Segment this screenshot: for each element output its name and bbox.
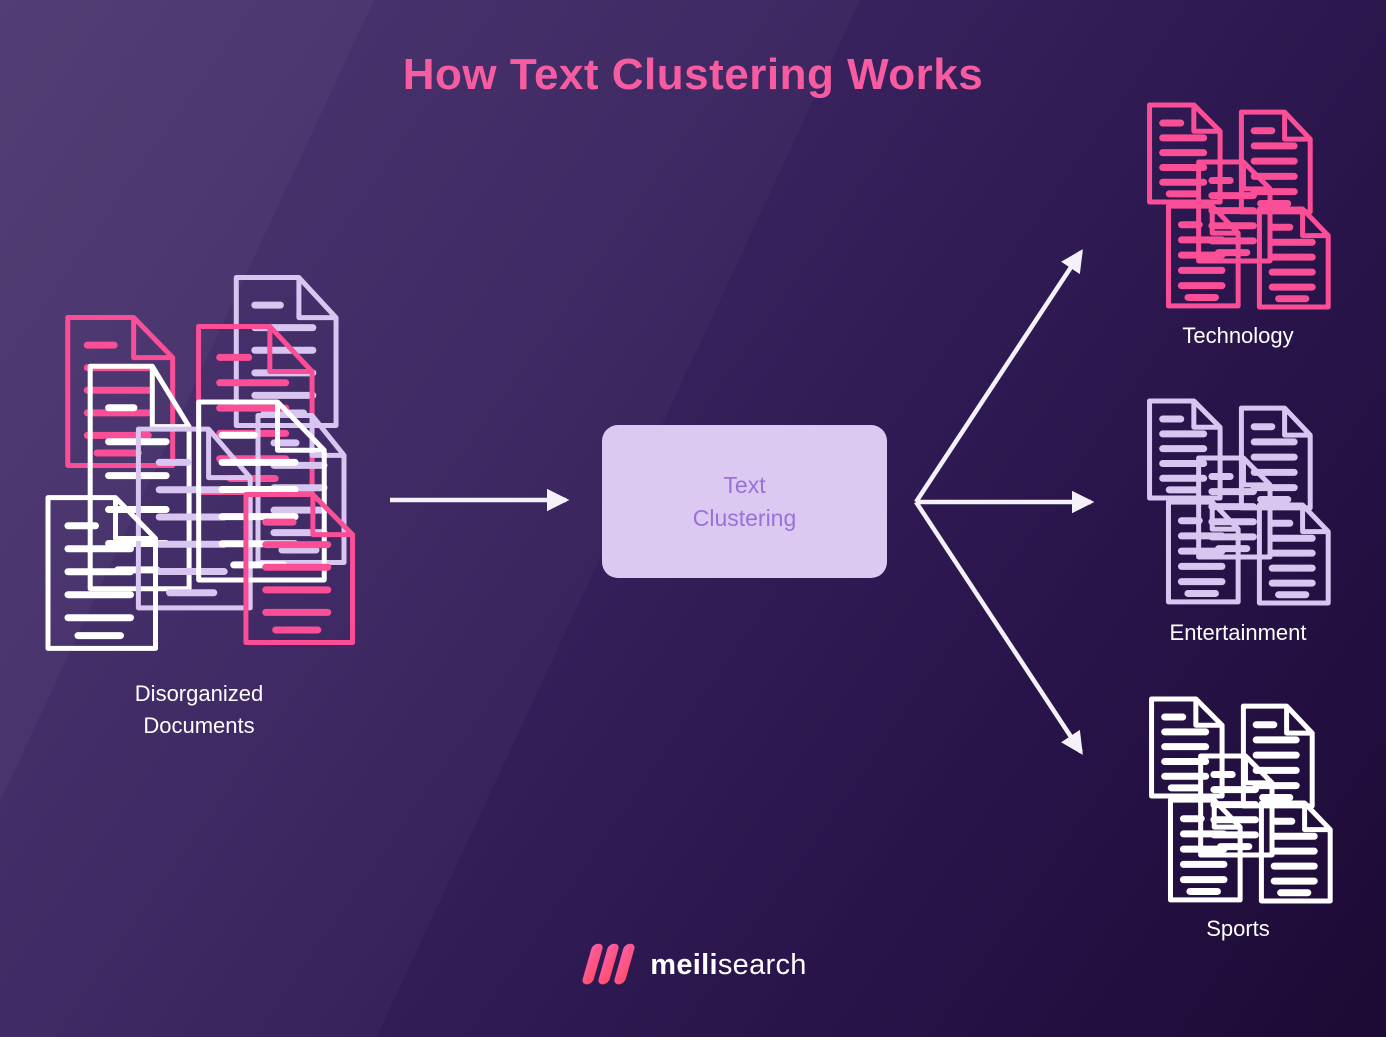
box-label-line2: Clustering (692, 504, 797, 531)
meilisearch-logo: meilisearch (579, 941, 806, 989)
disorganized-documents-label: Disorganized Documents (59, 678, 339, 742)
entertainment-cluster (1150, 401, 1329, 603)
logo-text-meili: meili (650, 948, 718, 981)
diagram-title: How Text Clustering Works (402, 50, 984, 99)
disorganized-documents-pile (48, 278, 353, 649)
document-icon (1152, 699, 1223, 796)
flow-arrows (390, 249, 1095, 755)
meilisearch-logo-icon (582, 943, 635, 985)
box-label-line1: Text (723, 471, 766, 498)
logo-text-search: search (717, 948, 807, 981)
sports-label: Sports (1206, 916, 1270, 941)
document-icon (1150, 401, 1221, 498)
technology-cluster (1150, 105, 1329, 307)
meilisearch-logo-text: meilisearch (650, 949, 806, 982)
arrow-to-sports (914, 500, 1083, 755)
document-icon (1150, 105, 1221, 202)
arrow-to-technology (914, 249, 1083, 504)
entertainment-label: Entertainment (1169, 620, 1307, 645)
technology-label: Technology (1182, 323, 1294, 348)
disorganized-label-line1: Disorganized (134, 681, 264, 706)
text-clustering-box: Text Clustering (602, 425, 887, 578)
disorganized-label-line2: Documents (143, 713, 255, 738)
sports-cluster (1152, 699, 1331, 901)
